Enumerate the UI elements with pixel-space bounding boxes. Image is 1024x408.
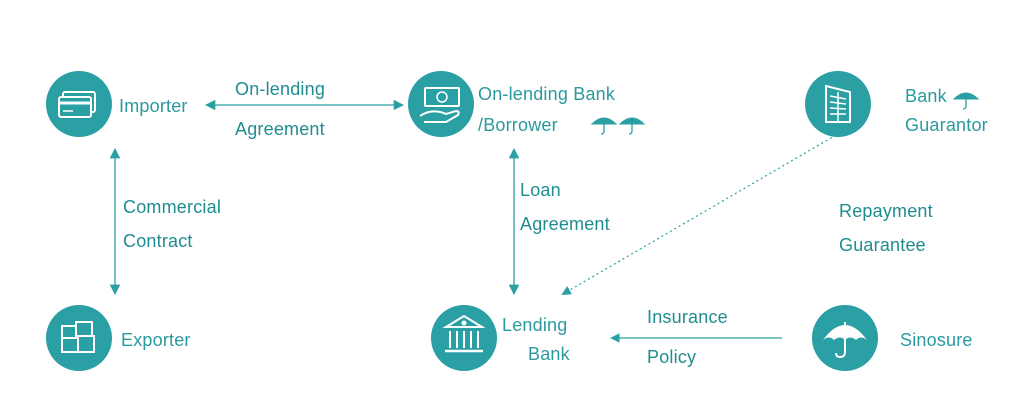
loan-agreement-label-line2: Agreement — [520, 214, 610, 234]
onlending-agreement-label-line2: Agreement — [235, 119, 325, 139]
repayment-guarantee-label-line1: Repayment — [839, 201, 933, 221]
cash-hand-icon — [408, 71, 474, 137]
onlending-agreement-label-line1: On-lending — [235, 79, 326, 99]
onlending-bank-label-line2: /Borrower — [478, 115, 558, 135]
bank-icon — [431, 305, 497, 371]
sinosure-label: Sinosure — [900, 330, 973, 350]
lending-bank-label-line2: Bank — [528, 344, 570, 364]
lending-bank-label-line1: Lending — [502, 315, 568, 335]
exporter-label: Exporter — [121, 330, 191, 350]
insurance-policy-label-line2: Policy — [647, 347, 697, 367]
building-icon — [805, 71, 871, 137]
boxes-icon — [46, 305, 112, 371]
bank-guarantor-label-line2: Guarantor — [905, 115, 988, 135]
onlending-bank-label-line1: On-lending Bank — [478, 84, 616, 104]
credit-card-icon — [46, 71, 112, 137]
loan-agreement-label-line1: Loan — [520, 180, 561, 200]
commercial-contract-label-line1: Commercial — [123, 197, 222, 217]
importer-label: Importer — [119, 96, 188, 116]
commercial-contract-label-line2: Contract — [123, 231, 193, 251]
umbrella-icon — [812, 305, 878, 371]
umbrella-icon — [618, 117, 646, 135]
insurance-policy-label-line1: Insurance — [647, 307, 728, 327]
bank-guarantor-label-line1: Bank — [905, 86, 947, 106]
repayment-guarantee-label-line2: Guarantee — [839, 235, 926, 255]
umbrella-icon — [590, 117, 618, 135]
umbrella-icon — [952, 92, 980, 110]
